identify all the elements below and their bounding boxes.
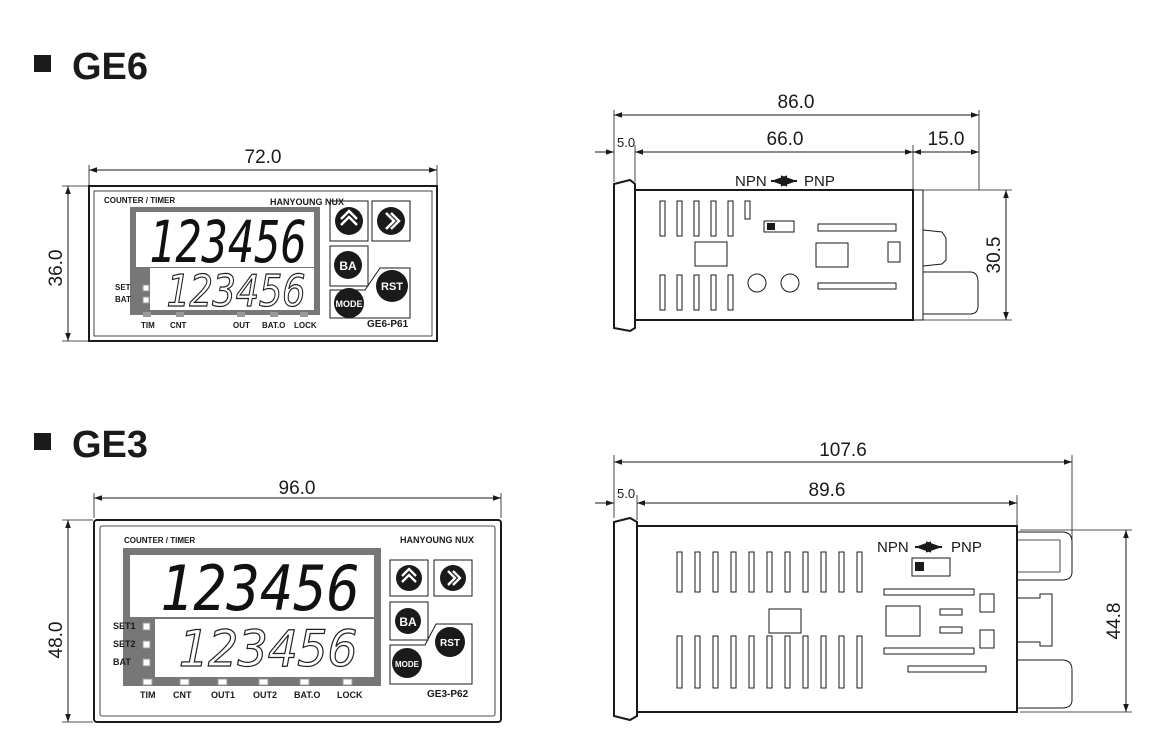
ge3-side-view: 107.6 5.0 89.6 NPN PNP 44.8 bbox=[595, 440, 1132, 722]
terminal-plug bbox=[923, 271, 979, 315]
vent-slots bbox=[659, 200, 751, 311]
rear-length-dimension: 15.0 bbox=[928, 129, 965, 150]
ba-button[interactable] bbox=[334, 251, 362, 279]
double-chevron-right-icon bbox=[385, 212, 401, 230]
housing-body bbox=[636, 525, 1018, 713]
double-chevron-right-icon bbox=[447, 570, 462, 586]
height-dimension: 36.0 bbox=[46, 250, 67, 287]
front-thickness-dimension: 5.0 bbox=[617, 135, 635, 150]
model-label: GE6-P61 bbox=[367, 319, 409, 330]
npn-pnp-switch[interactable] bbox=[911, 557, 951, 577]
ge6-front-view: 72.0 36.0 COUNTER / TIMER HANYOUNG NUX 1… bbox=[46, 147, 438, 342]
height-dimension: 48.0 bbox=[46, 622, 67, 659]
indicator-label-out: OUT bbox=[233, 321, 250, 330]
main-display-digits: 123456 bbox=[160, 552, 360, 625]
indicator-label-bat: BAT bbox=[115, 295, 131, 304]
npn-label: NPN bbox=[877, 539, 909, 556]
indicator-label-cnt: CNT bbox=[170, 321, 187, 330]
body-length-dimension: 89.6 bbox=[809, 480, 846, 501]
mode-button[interactable] bbox=[334, 288, 364, 318]
section-ge6: GE6 72.0 36.0 COUNTER / TIMER HANYOUNG N… bbox=[34, 46, 1012, 342]
main-display-digits: 123456 bbox=[149, 208, 307, 276]
section-title: GE3 bbox=[72, 424, 148, 466]
indicator-label-lock: LOCK bbox=[337, 690, 363, 700]
width-dimension: 72.0 bbox=[245, 147, 282, 168]
pnp-label: PNP bbox=[951, 539, 982, 556]
rst-button[interactable] bbox=[435, 627, 465, 657]
front-bezel bbox=[88, 185, 438, 342]
rst-button-label: RST bbox=[381, 281, 403, 293]
front-thickness-dimension: 5.0 bbox=[617, 486, 635, 501]
body-length-dimension: 66.0 bbox=[767, 129, 804, 150]
indicator-label-tim: TIM bbox=[140, 690, 156, 700]
mode-button[interactable] bbox=[392, 648, 422, 678]
up-button[interactable] bbox=[335, 207, 363, 235]
ba-button[interactable] bbox=[395, 608, 421, 634]
vent-slots bbox=[676, 551, 863, 689]
sub-display-digits: 123456 bbox=[166, 266, 306, 317]
indicator-label-set2: SET2 bbox=[113, 639, 136, 649]
sub-display-digits: 123456 bbox=[178, 620, 358, 678]
indicator-label-set1: SET1 bbox=[113, 621, 136, 631]
indicator-label-tim: TIM bbox=[141, 321, 155, 330]
top-label: COUNTER / TIMER bbox=[124, 536, 195, 545]
terminal-plug-bottom bbox=[1017, 659, 1073, 709]
total-length-dimension: 86.0 bbox=[778, 92, 815, 113]
model-label: GE3-P62 bbox=[427, 689, 469, 700]
section-bullet-icon bbox=[34, 433, 51, 450]
up-button-frame bbox=[329, 200, 369, 242]
ge6-side-view: 86.0 5.0 66.0 15.0 NPN PNP 30.5 bbox=[595, 92, 1012, 333]
shift-button[interactable] bbox=[377, 207, 405, 235]
width-dimension: 96.0 bbox=[279, 478, 316, 499]
indicator-label-set: SET bbox=[115, 283, 131, 292]
up-arrow-icon bbox=[401, 567, 417, 583]
depth-dimension: 44.8 bbox=[1104, 603, 1125, 640]
mode-button-label: MODE bbox=[336, 299, 363, 309]
shift-button[interactable] bbox=[440, 565, 466, 591]
indicator-label-bat-o: BAT.O bbox=[294, 690, 320, 700]
indicator-label-cnt: CNT bbox=[173, 690, 192, 700]
indicator-label-lock: LOCK bbox=[294, 321, 317, 330]
terminal-plug-top bbox=[1017, 531, 1073, 581]
npn-label: NPN bbox=[735, 173, 767, 190]
indicator-label-out2: OUT2 bbox=[253, 690, 277, 700]
top-label: COUNTER / TIMER bbox=[104, 196, 175, 205]
up-arrow-icon bbox=[340, 209, 358, 226]
rst-button-label: RST bbox=[440, 638, 460, 649]
front-bezel bbox=[93, 519, 502, 723]
rst-button[interactable] bbox=[376, 270, 408, 302]
front-flange bbox=[613, 178, 636, 333]
depth-dimension: 30.5 bbox=[984, 237, 1005, 274]
total-length-dimension: 107.6 bbox=[819, 440, 867, 461]
front-flange bbox=[613, 516, 638, 722]
indicator-label-out1: OUT1 bbox=[211, 690, 235, 700]
indicator-label-bat-o: BAT.O bbox=[262, 321, 285, 330]
up-button[interactable] bbox=[396, 565, 422, 591]
brand-logo: HANYOUNG NUX bbox=[270, 197, 344, 207]
ba-button-label: BA bbox=[399, 615, 417, 629]
mode-button-label: MODE bbox=[395, 660, 420, 669]
pnp-label: PNP bbox=[804, 173, 835, 190]
section-ge3: GE3 96.0 48.0 COUNTER / TIMER HANYOUNG N… bbox=[34, 424, 1132, 723]
section-title: GE6 bbox=[72, 46, 148, 88]
npn-pnp-switch[interactable] bbox=[763, 220, 795, 233]
terminal-plug-middle bbox=[1017, 593, 1053, 647]
ba-button-label: BA bbox=[339, 259, 357, 273]
indicator-label-bat: BAT bbox=[113, 657, 131, 667]
shift-button-frame bbox=[371, 200, 411, 242]
brand-logo: HANYOUNG NUX bbox=[400, 535, 474, 545]
section-bullet-icon bbox=[34, 55, 51, 72]
ge3-front-view: 96.0 48.0 COUNTER / TIMER HANYOUNG NUX 1… bbox=[46, 478, 502, 723]
